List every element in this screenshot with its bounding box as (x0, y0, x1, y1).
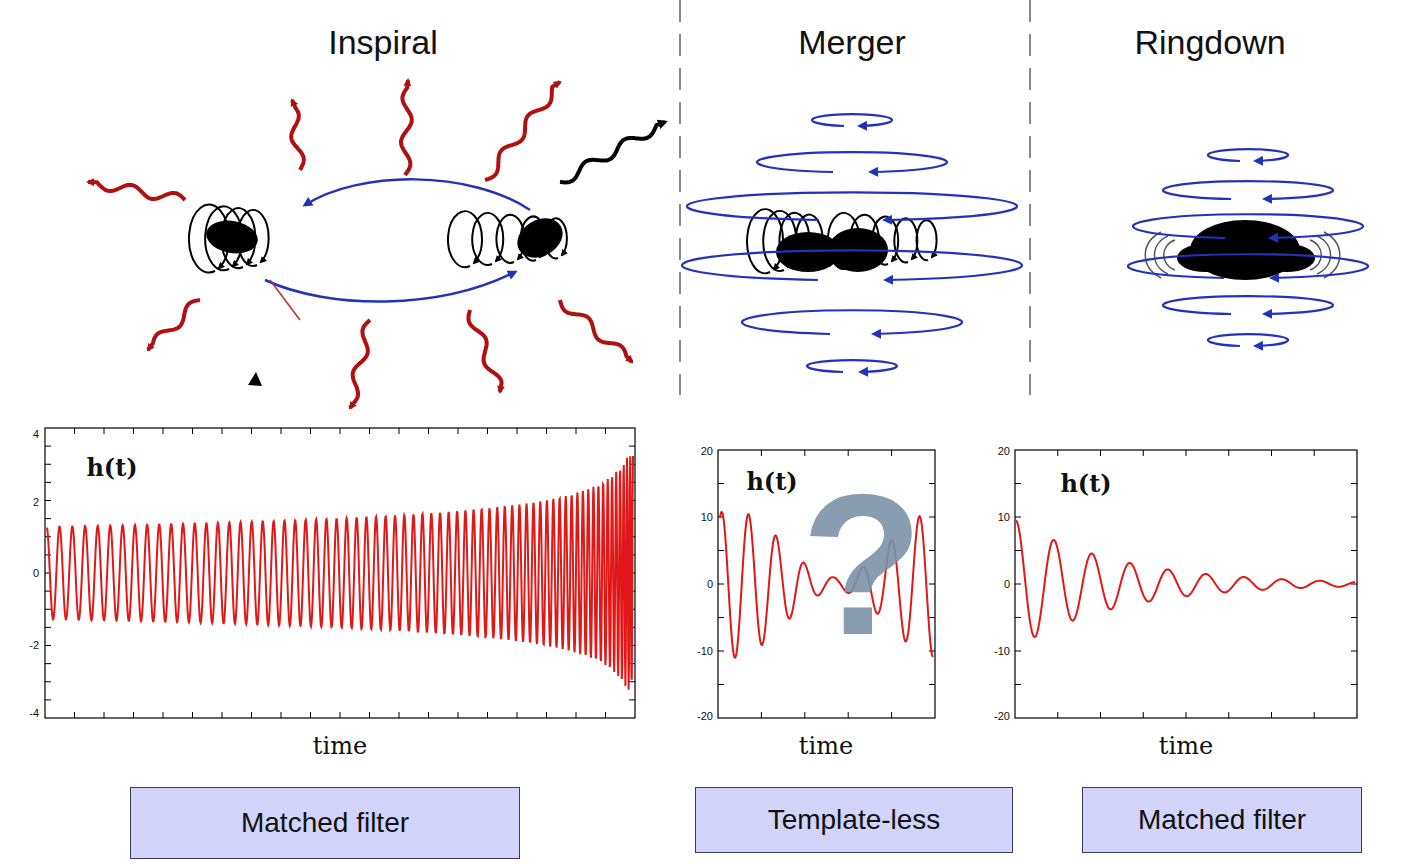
field-loop (812, 114, 892, 126)
method-box: Matched filter (1082, 787, 1362, 853)
gw-arrow (469, 310, 502, 392)
waveform-plots (45, 428, 1357, 718)
gw-arrow (401, 80, 412, 175)
method-label: Matched filter (241, 807, 409, 839)
method-box: Matched filter (130, 787, 520, 859)
field-loop (1208, 334, 1288, 346)
tick-label: 0 (1004, 579, 1010, 590)
method-label: Matched filter (1138, 804, 1306, 836)
field-loop (1208, 149, 1288, 161)
tick-marks (718, 450, 935, 718)
ringdown-waveform (1016, 520, 1355, 637)
tick-label: -20 (697, 711, 713, 722)
tick-label: -20 (994, 711, 1010, 722)
tick-label: 0 (33, 568, 39, 579)
tick-marks (45, 428, 635, 718)
axis-label: time (1159, 734, 1213, 758)
spin-curl (779, 213, 809, 269)
spin-curl (472, 213, 503, 265)
field-loop (1163, 181, 1333, 199)
gw-arrow (485, 82, 560, 180)
phase-heading: Inspiral (328, 25, 438, 59)
tick-label: -10 (994, 646, 1010, 657)
tick-label: 20 (998, 446, 1010, 457)
tick-label: -2 (29, 640, 39, 651)
tick-marks (1015, 450, 1357, 718)
phase-heading: Merger (798, 25, 906, 59)
tick-label: 2 (33, 497, 39, 508)
field-loop (1133, 214, 1363, 238)
spin-curl (796, 215, 823, 267)
field-loop (687, 192, 1017, 220)
strain-label: h(t) (1060, 472, 1111, 496)
tick-label: 10 (998, 512, 1010, 523)
spin-curl (521, 217, 546, 261)
gw-arrow (350, 320, 370, 408)
axis-label: time (799, 734, 853, 758)
question-mark: ? (801, 465, 923, 665)
strain-label: h(t) (86, 456, 137, 480)
method-label: Template-less (768, 804, 941, 836)
tick-label: -4 (29, 708, 39, 719)
field-loop (757, 152, 947, 172)
tick-label: 10 (701, 512, 713, 523)
spin-curl (850, 215, 879, 267)
inspiral-waveform (47, 456, 633, 690)
field-loop (682, 250, 1022, 280)
field-loop (742, 310, 962, 334)
phase-dividers (680, 0, 1030, 395)
field-loop (1128, 254, 1368, 278)
spin-curl (189, 205, 229, 273)
tick-label: 4 (33, 429, 39, 440)
phase-heading: Ringdown (1134, 25, 1285, 59)
gw-arrow (88, 182, 185, 200)
strain-label: h(t) (746, 470, 797, 494)
inspiral-illustration (88, 80, 665, 408)
field-loop (1163, 296, 1333, 314)
tick-label: 0 (707, 579, 713, 590)
spin-curl (894, 218, 917, 262)
spin-curl (238, 210, 269, 266)
merger-illustration (682, 114, 1022, 372)
gw-arrow (148, 300, 200, 350)
method-box: Template-less (695, 787, 1013, 853)
gw-arrow (560, 300, 632, 362)
spin-curl (545, 218, 567, 258)
tick-label: -10 (697, 646, 713, 657)
tick-label: 20 (701, 446, 713, 457)
gw-arrow (560, 122, 665, 182)
gw-arrow (291, 100, 304, 170)
axis-label: time (313, 734, 367, 758)
field-loop (807, 360, 897, 372)
spin-curl (917, 220, 937, 260)
ringdown-illustration (1128, 149, 1368, 346)
